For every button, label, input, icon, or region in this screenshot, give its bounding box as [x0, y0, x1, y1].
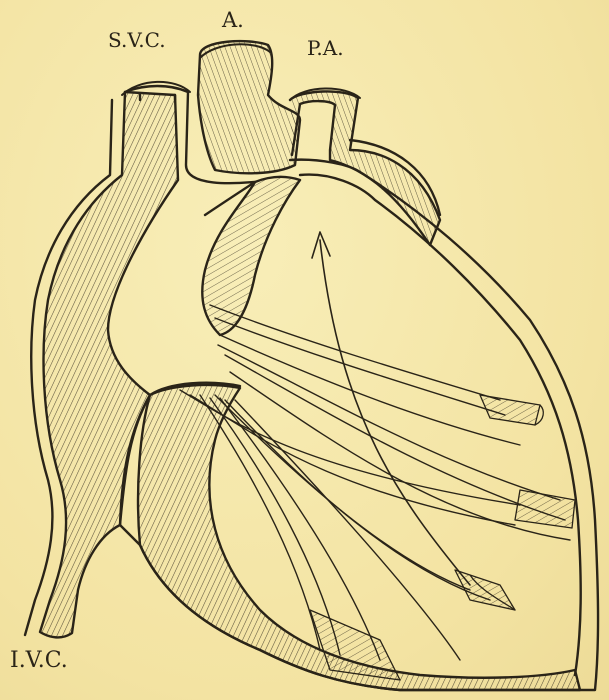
blood-flow-arrow — [312, 232, 470, 585]
aorta-vessel — [198, 41, 300, 173]
right-ventricle-wall — [202, 177, 300, 335]
pulmonary-artery — [290, 91, 440, 245]
papillary-muscle-middle — [515, 490, 575, 528]
papillary-muscle-upper — [480, 395, 543, 425]
pulmonary-artery-label: P.A. — [307, 36, 344, 60]
ivc-label: I.V.C. — [10, 648, 68, 673]
aorta-label: A. — [222, 8, 244, 32]
svc-label: S.V.C. — [108, 28, 166, 52]
